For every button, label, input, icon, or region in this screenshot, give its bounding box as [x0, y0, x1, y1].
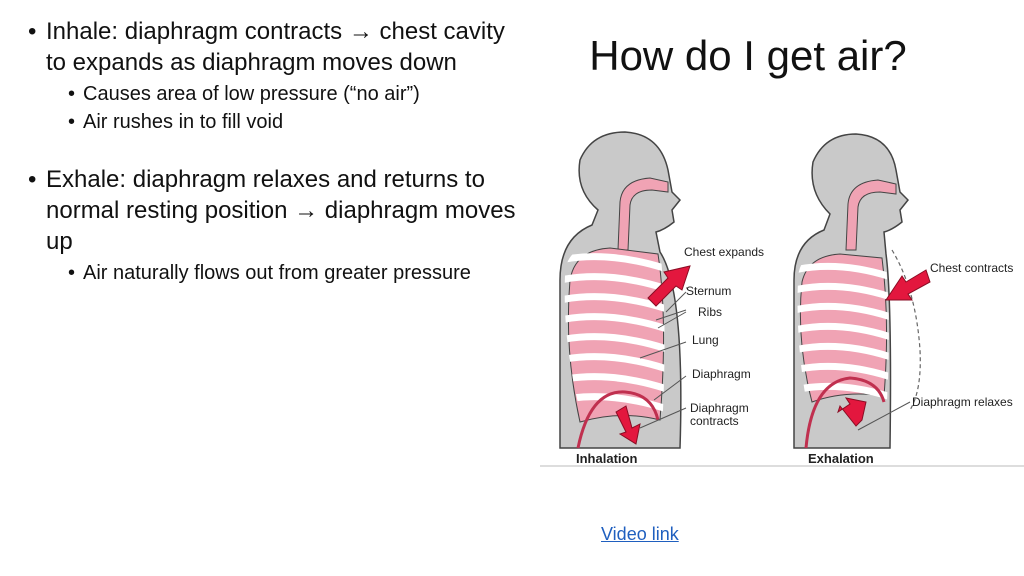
- chest-contracts-arrow-icon: [885, 269, 931, 301]
- inhalation-figure: [559, 131, 691, 449]
- diaphragm-contracts-arrow-icon: [615, 405, 641, 445]
- sub-bullet-air-rushes: Air rushes in to fill void: [68, 108, 518, 136]
- inhalation-leader-lines: [639, 287, 688, 429]
- sub-bullet-air-flows-out: Air naturally flows out from greater pre…: [68, 259, 518, 287]
- label-diaphragm-contracts-1: Diaphragm: [690, 401, 749, 415]
- inhalation-diaphragm: [576, 390, 660, 449]
- label-chest-expands: Chest expands: [684, 245, 764, 259]
- label-lung: Lung: [692, 333, 719, 347]
- right-arrow-icon: →: [294, 197, 319, 224]
- exhalation-diaphragm: [804, 376, 886, 449]
- chest-expands-arrow-icon: [647, 265, 691, 307]
- exhalation-chest-outline: [891, 249, 921, 411]
- video-link[interactable]: Video link: [601, 524, 679, 544]
- exhalation-figure: [793, 133, 931, 449]
- exhalation-airway: [845, 179, 897, 251]
- caption-exhalation: Exhalation: [808, 451, 874, 466]
- sub-bullet-low-pressure: Causes area of low pressure (“no air”): [68, 80, 518, 108]
- bullet-list: Inhale: diaphragm contracts → chest cavi…: [28, 16, 518, 287]
- right-arrow-icon: →: [348, 18, 373, 45]
- label-diaphragm-relaxes: Diaphragm relaxes: [912, 395, 1013, 409]
- exhalation-leader-lines: [857, 401, 911, 431]
- bullet-exhale: Exhale: diaphragm relaxes and returns to…: [28, 164, 518, 257]
- label-sternum: Sternum: [686, 284, 731, 298]
- label-chest-contracts: Chest contracts: [930, 261, 1013, 275]
- diaphragm-relaxes-arrow-icon: [837, 397, 867, 427]
- breathing-diagram: Chest expands Sternum Ribs Lung Diaphrag…: [540, 130, 1024, 468]
- caption-inhalation: Inhalation: [576, 451, 637, 466]
- bullet-inhale: Inhale: diaphragm contracts → chest cavi…: [28, 16, 518, 78]
- inhalation-airway: [617, 177, 669, 251]
- label-ribs: Ribs: [698, 305, 722, 319]
- page-title: How do I get air?: [589, 32, 907, 79]
- label-diaphragm: Diaphragm: [692, 367, 751, 381]
- label-diaphragm-contracts-2: contracts: [690, 414, 739, 428]
- breathing-diagram-svg: Chest expands Sternum Ribs Lung Diaphrag…: [540, 131, 1024, 467]
